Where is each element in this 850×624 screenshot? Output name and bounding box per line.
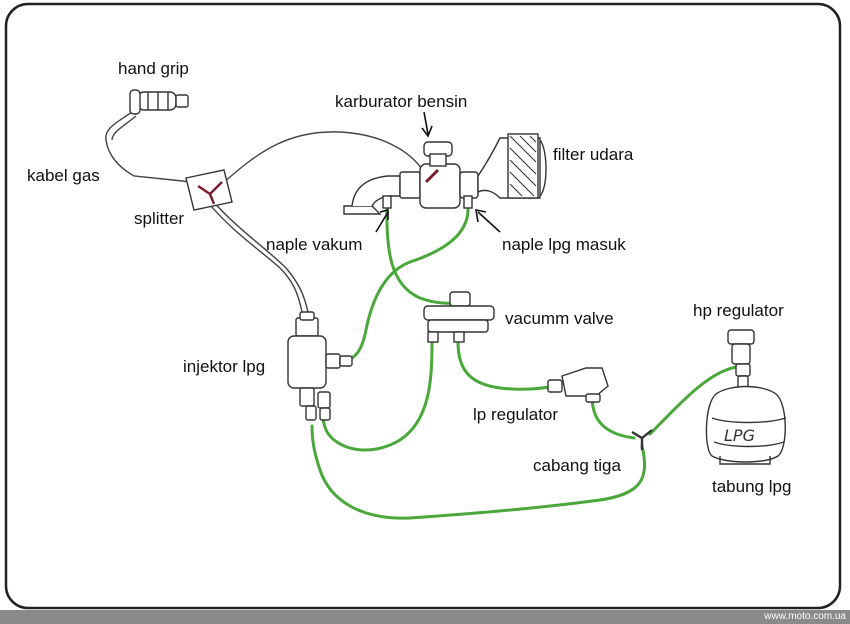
lp-regulator-drawing	[547, 367, 609, 403]
cabang-tiga-drawing	[631, 429, 653, 450]
cable-splitter-to-carburator	[221, 131, 425, 185]
label-cabang-tiga: cabang tiga	[533, 456, 621, 475]
splitter-drawing	[185, 169, 233, 211]
filter-udara-drawing	[477, 133, 547, 199]
label-karburator-bensin: karburator bensin	[335, 92, 468, 111]
arrow-naple-vakum	[375, 211, 389, 233]
label-kabel-gas: kabel gas	[27, 166, 100, 185]
label-vacumm-valve: vacumm valve	[505, 309, 614, 328]
sheet-border	[4, 2, 842, 610]
vacumm-valve-drawing	[423, 291, 495, 343]
cable-handgrip-to-splitter-2	[111, 115, 137, 141]
hose-tee-to-injector	[310, 424, 647, 520]
label-tabung-lpg: tabung lpg	[712, 477, 792, 496]
cable-splitter-to-injector	[205, 199, 303, 313]
cable-handgrip-to-splitter	[105, 111, 193, 183]
arrow-naple-lpg-head	[475, 208, 487, 223]
label-splitter: splitter	[134, 209, 185, 228]
cable-splitter-to-injector-2	[211, 199, 309, 313]
components	[129, 89, 787, 465]
arrow-karburator	[423, 111, 429, 135]
label-injektor-lpg: injektor lpg	[183, 357, 266, 376]
tabung-lpg-drawing	[705, 385, 787, 465]
arrow-naple-lpg	[477, 211, 501, 233]
arrow-naple-vakum-head	[379, 208, 389, 220]
injektor-lpg-drawing	[287, 311, 353, 421]
label-hp-regulator: hp regulator	[693, 301, 784, 320]
arrow-karburator-head	[421, 125, 433, 138]
tank-marking: LPG	[724, 426, 755, 445]
label-naple-vakum: naple vakum	[266, 235, 363, 254]
carburator-drawing	[343, 141, 479, 215]
hose-vakum-to-valve	[385, 202, 460, 305]
label-filter-udara: filter udara	[553, 145, 634, 164]
hand-grip-drawing	[129, 89, 189, 115]
hose-lpgmasuk-to-injector	[338, 204, 470, 364]
hose-valve-to-lpregulator	[456, 340, 558, 391]
label-hand-grip: hand grip	[118, 59, 189, 78]
label-lp-regulator: lp regulator	[473, 405, 559, 424]
watermark-band	[0, 610, 850, 624]
watermark: www.moto.com.ua	[764, 611, 846, 622]
throttle-cables	[105, 111, 425, 313]
annotation-arrows	[375, 111, 501, 233]
hp-regulator-drawing	[727, 329, 755, 391]
label-naple-lpg-masuk: naple lpg masuk	[502, 235, 626, 254]
